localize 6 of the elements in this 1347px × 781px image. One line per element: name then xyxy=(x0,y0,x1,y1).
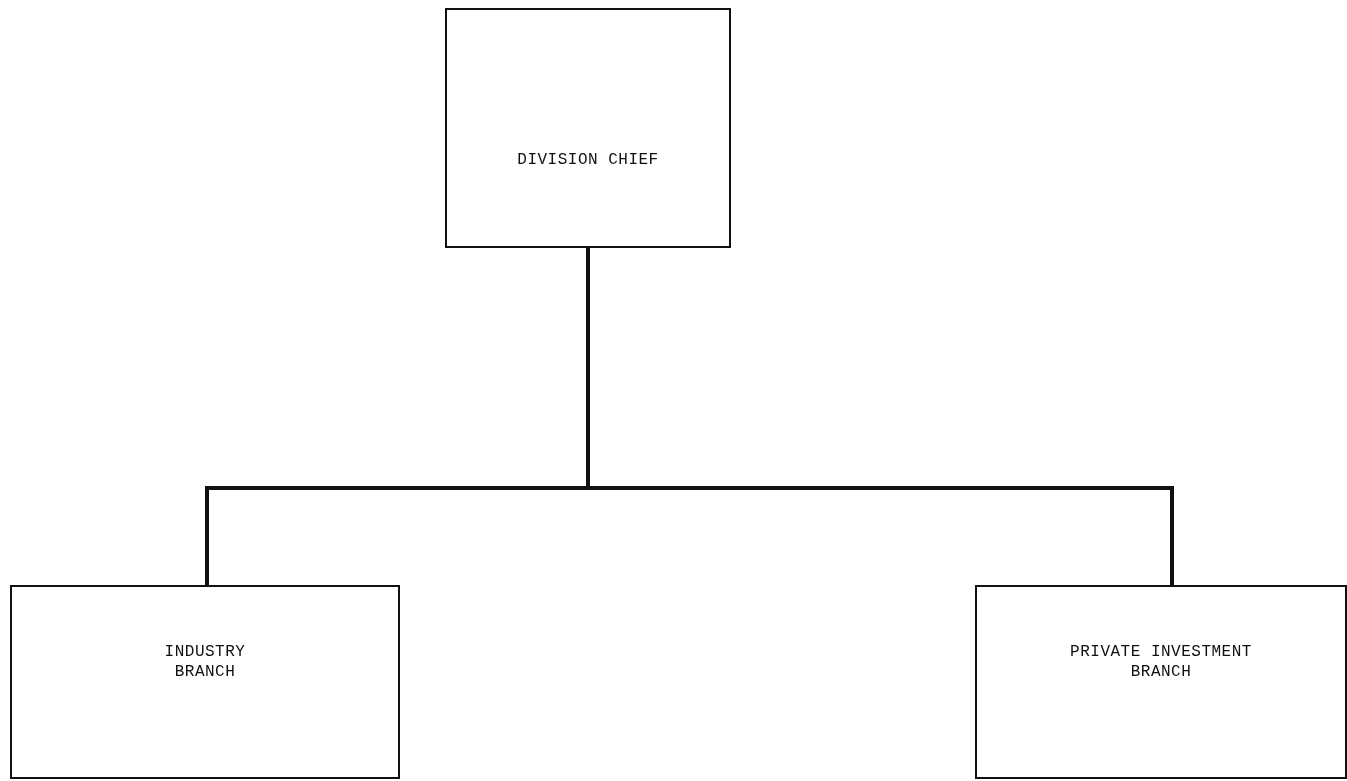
box-label: DIVISION CHIEF xyxy=(517,150,659,170)
box-label: INDUSTRY BRANCH xyxy=(163,642,247,682)
box-label: PRIVATE INVESTMENT BRANCH xyxy=(1069,642,1253,682)
org-box xyxy=(975,585,1347,779)
org-box xyxy=(445,8,731,248)
org-box xyxy=(10,585,400,779)
